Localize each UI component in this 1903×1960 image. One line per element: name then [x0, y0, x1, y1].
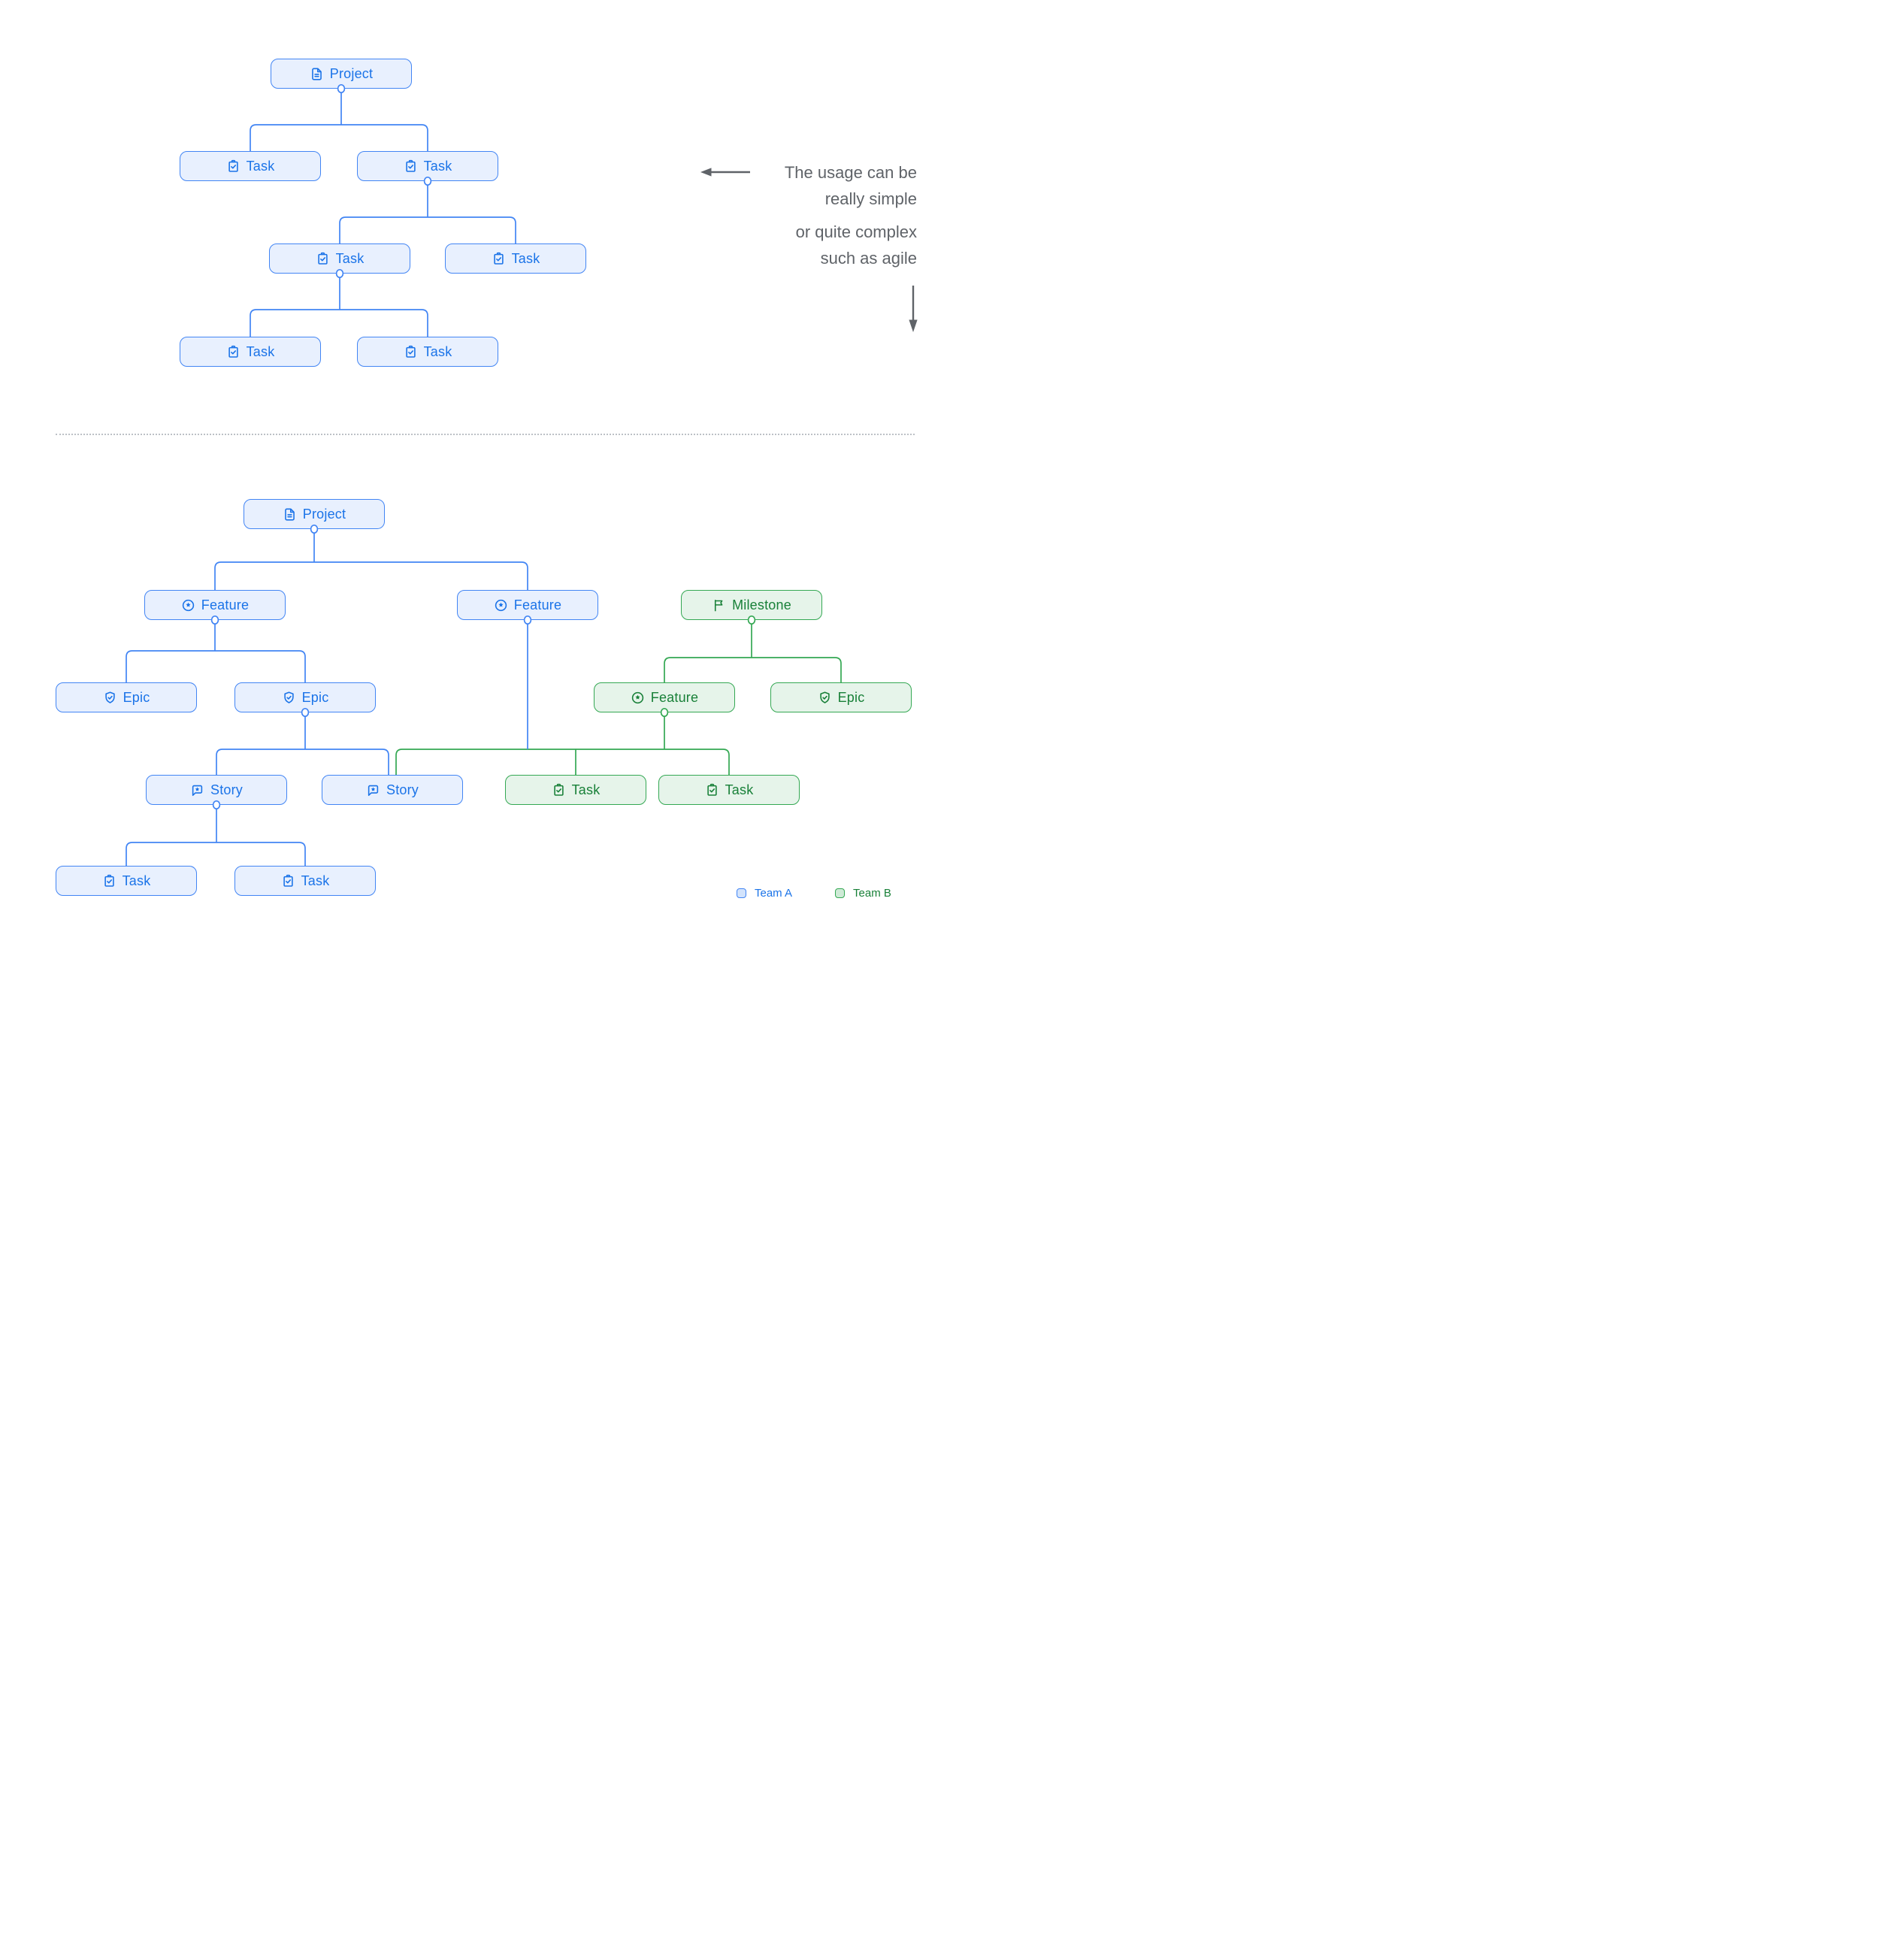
node-t-project: Project	[271, 59, 412, 89]
legend-label: Team A	[755, 887, 793, 900]
node-b-project: Project	[244, 499, 385, 529]
task-icon	[552, 783, 566, 797]
node-label: Epic	[123, 689, 150, 705]
feature-icon	[631, 691, 645, 705]
epic-icon	[103, 691, 117, 705]
task-icon	[226, 159, 241, 174]
node-b-story2: Story	[322, 775, 463, 805]
section-divider	[56, 434, 915, 435]
node-b-epic2: Epic	[234, 682, 376, 712]
node-label: Task	[511, 250, 540, 266]
annotation-line: or quite complex	[795, 222, 917, 241]
node-label: Feature	[201, 597, 250, 612]
task-icon	[492, 252, 506, 266]
node-label: Story	[386, 782, 419, 797]
annotation-line: really simple	[824, 189, 917, 208]
legend-label: Team B	[853, 887, 891, 900]
node-label: Task	[423, 158, 452, 174]
node-label: Task	[246, 158, 275, 174]
node-label: Task	[122, 873, 151, 888]
milestone-icon	[712, 598, 726, 612]
node-label: Task	[725, 782, 754, 797]
node-t-task6: Task	[357, 337, 498, 367]
node-label: Epic	[301, 689, 329, 705]
node-b-feature2: Feature	[457, 590, 598, 620]
node-b-epic3: Epic	[770, 682, 912, 712]
feature-icon	[494, 598, 508, 612]
legend-item-team-b: Team B	[835, 887, 891, 900]
document-icon	[310, 67, 324, 81]
node-label: Milestone	[732, 597, 791, 612]
team-a-swatch-icon	[737, 888, 746, 898]
node-b-story1: Story	[146, 775, 287, 805]
node-t-task2: Task	[357, 151, 498, 181]
node-t-task1: Task	[180, 151, 321, 181]
node-b-taskg1: Task	[505, 775, 646, 805]
node-b-taskb2: Task	[234, 866, 376, 896]
epic-icon	[818, 691, 832, 705]
node-label: Story	[210, 782, 243, 797]
node-t-task5: Task	[180, 337, 321, 367]
task-icon	[316, 252, 330, 266]
node-label: Task	[335, 250, 365, 266]
node-b-milestone: Milestone	[681, 590, 822, 620]
node-b-feature3: Feature	[594, 682, 735, 712]
task-icon	[102, 874, 116, 888]
node-t-task4: Task	[445, 243, 586, 274]
arrow-down-icon	[909, 286, 918, 332]
annotation-line: such as agile	[820, 249, 917, 268]
epic-icon	[282, 691, 296, 705]
node-label: Project	[302, 506, 346, 522]
task-icon	[705, 783, 719, 797]
node-label: Task	[301, 873, 330, 888]
story-icon	[366, 783, 380, 797]
task-icon	[404, 159, 418, 174]
node-b-epic1: Epic	[56, 682, 197, 712]
arrow-left-icon	[700, 168, 750, 177]
document-icon	[283, 507, 297, 522]
node-b-feature1: Feature	[144, 590, 286, 620]
legend-item-team-a: Team A	[737, 887, 792, 900]
story-icon	[190, 783, 204, 797]
node-label: Epic	[837, 689, 865, 705]
node-label: Project	[329, 65, 374, 81]
task-icon	[281, 874, 295, 888]
node-b-taskb1: Task	[56, 866, 197, 896]
task-icon	[404, 345, 418, 359]
node-label: Feature	[650, 689, 699, 705]
legend: Team A Team B	[737, 887, 891, 900]
node-label: Task	[246, 343, 275, 359]
node-label: Task	[423, 343, 452, 359]
annotation-line: The usage can be	[784, 163, 917, 182]
node-t-task3: Task	[269, 243, 410, 274]
team-b-swatch-icon	[835, 888, 846, 898]
annotation-text: The usage can be really simple or quite …	[785, 159, 917, 271]
node-label: Task	[571, 782, 601, 797]
feature-icon	[181, 598, 195, 612]
task-icon	[226, 345, 241, 359]
node-b-taskg2: Task	[658, 775, 800, 805]
node-label: Feature	[513, 597, 562, 612]
